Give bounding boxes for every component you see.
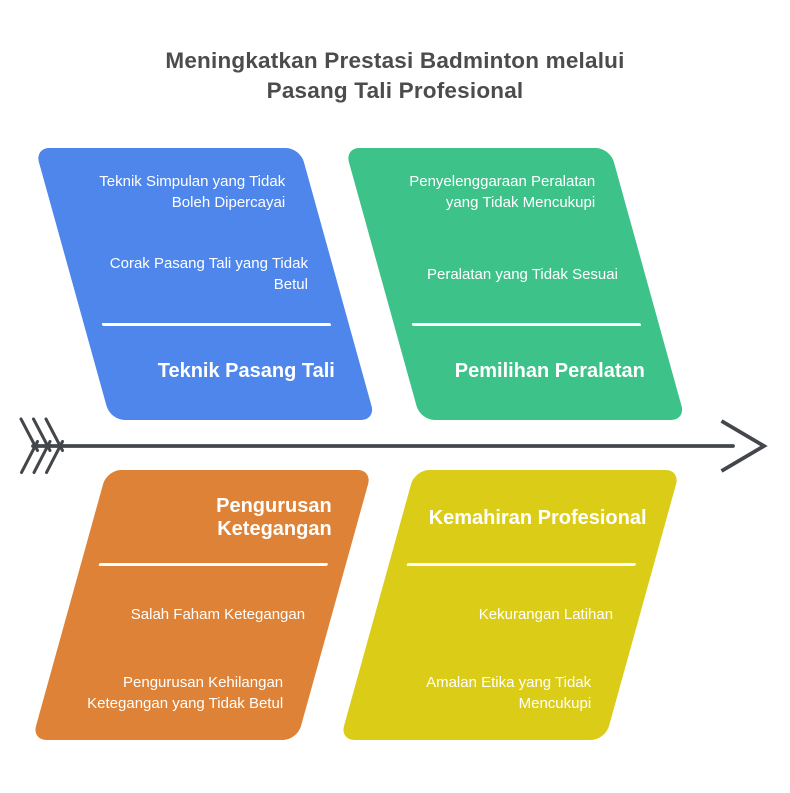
- page-title: Meningkatkan Prestasi Badminton melalui …: [0, 46, 790, 106]
- divider: [98, 563, 329, 566]
- category-label-line: Ketegangan: [217, 518, 332, 540]
- cause-card-teknik-pasang-tali: Teknik Simpulan yang Tidak Boleh Diperca…: [35, 148, 376, 420]
- cause-item: Salah Faham Ketegangan: [94, 584, 305, 644]
- cause-card-pemilihan-peralatan: Penyelenggaraan Peralatan yang Tidak Men…: [345, 148, 686, 420]
- cause-item-line: yang Tidak Mencukupi: [445, 194, 596, 211]
- divider: [101, 323, 332, 326]
- category-label: Pemilihan Peralatan: [434, 344, 645, 398]
- cause-item-line: Teknik Simpulan yang Tidak: [99, 173, 286, 190]
- arrow-fletching-icon: [19, 417, 64, 474]
- cause-item-line: Pengurusan Kehilangan: [123, 674, 284, 691]
- category-label: Pengurusan Ketegangan: [121, 482, 332, 554]
- page-title-line-2: Pasang Tali Profesional: [266, 78, 524, 103]
- cause-item-line: Betul: [273, 276, 308, 293]
- cause-item-line: Ketegangan yang Tidak Betul: [87, 695, 284, 712]
- divider: [411, 323, 642, 326]
- cause-item: Penyelenggaraan Peralatan yang Tidak Men…: [384, 170, 595, 214]
- category-label-line: Teknik Pasang Tali: [157, 359, 335, 382]
- cause-item: Kekurangan Latihan: [402, 584, 613, 644]
- category-label-line: Pengurusan: [216, 495, 332, 517]
- cause-item-line: Amalan Etika yang Tidak: [426, 674, 592, 691]
- cause-item-line: Corak Pasang Tali yang Tidak: [109, 255, 308, 272]
- cause-item-line: Kekurangan Latihan: [478, 605, 614, 623]
- cause-item-line: Boleh Dipercayai: [171, 194, 286, 211]
- cause-item: Corak Pasang Tali yang Tidak Betul: [97, 244, 308, 304]
- cause-item: Amalan Etika yang Tidak Mencukupi: [380, 662, 591, 724]
- cause-item-line: Penyelenggaraan Peralatan: [409, 173, 596, 190]
- arrow-strokes: [19, 417, 768, 474]
- category-label-line: Kemahiran Profesional: [428, 506, 647, 529]
- cause-item: Peralatan yang Tidak Sesuai: [407, 244, 618, 304]
- category-label: Teknik Pasang Tali: [124, 344, 335, 398]
- cause-item: Pengurusan Kehilangan Ketegangan yang Ti…: [72, 662, 283, 724]
- arrow-head-icon: [720, 419, 768, 473]
- cause-item-line: Mencukupi: [518, 695, 592, 712]
- cause-card-kemahiran-profesional: Kemahiran Profesional Kekurangan Latihan…: [340, 470, 680, 740]
- divider: [406, 563, 637, 566]
- cause-card-pengurusan-ketegangan: Pengurusan Ketegangan Salah Faham Ketega…: [32, 470, 372, 740]
- cause-item: Teknik Simpulan yang Tidak Boleh Diperca…: [74, 170, 285, 214]
- cause-item-line: Salah Faham Ketegangan: [130, 605, 306, 623]
- category-label: Kemahiran Profesional: [428, 482, 647, 554]
- cause-item-line: Peralatan yang Tidak Sesuai: [426, 265, 618, 283]
- category-label-line: Pemilihan Peralatan: [454, 359, 645, 382]
- page-title-line-1: Meningkatkan Prestasi Badminton melalui: [165, 48, 625, 73]
